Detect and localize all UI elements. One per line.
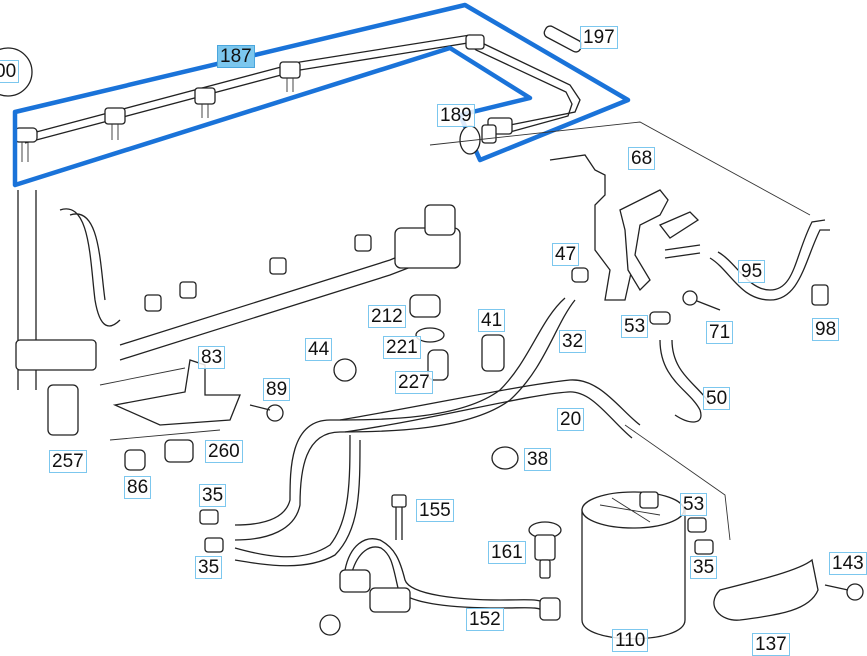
label-35-lower-left[interactable]: 35 [195,556,223,579]
fittings-center [333,294,505,382]
label-83[interactable]: 83 [198,346,226,369]
common-rail-assembly [15,190,461,390]
label-44[interactable]: 44 [305,338,333,361]
bracket-68-assembly [429,121,811,301]
label-20[interactable]: 20 [557,408,585,431]
label-50[interactable]: 50 [703,387,731,410]
clamps-right [687,517,714,555]
bracket-137 [713,558,864,621]
fitting-161 [528,521,562,579]
part-197 [543,25,583,53]
label-53-lower[interactable]: 53 [680,493,708,516]
label-212[interactable]: 212 [368,305,406,328]
label-00[interactable]: 00 [0,60,20,83]
small-parts-upper-right [571,267,829,325]
label-260[interactable]: 260 [205,440,243,463]
bracket-83-clips [47,359,284,471]
label-53-upper[interactable]: 53 [621,315,649,338]
label-86[interactable]: 86 [124,476,152,499]
hose-50 [659,339,702,423]
clamp-38 [491,446,519,470]
fuel-return-line-187 [14,34,581,162]
label-71[interactable]: 71 [706,321,734,344]
fuel-filter-110 [581,491,686,640]
clamps-35-left [199,509,224,553]
label-187[interactable]: 187 [217,45,255,68]
highlight-outline [12,2,631,188]
label-68[interactable]: 68 [628,147,656,170]
hose-95 [709,229,830,301]
label-161[interactable]: 161 [488,541,526,564]
hose-20-32 [234,297,641,567]
label-152[interactable]: 152 [466,608,504,631]
label-35-right[interactable]: 35 [690,556,718,579]
label-221[interactable]: 221 [383,336,421,359]
label-95[interactable]: 95 [738,260,766,283]
label-35-top[interactable]: 35 [199,484,227,507]
label-89[interactable]: 89 [263,378,291,401]
label-32[interactable]: 32 [559,330,587,353]
label-98[interactable]: 98 [812,318,840,341]
label-189[interactable]: 189 [437,104,475,127]
label-143[interactable]: 143 [829,552,867,575]
label-38[interactable]: 38 [524,448,552,471]
label-47[interactable]: 47 [552,243,580,266]
label-41[interactable]: 41 [478,309,506,332]
label-110[interactable]: 110 [612,629,649,652]
line-152 [319,538,561,636]
label-155[interactable]: 155 [416,499,454,522]
bolt-155 [391,494,407,540]
label-257[interactable]: 257 [49,450,87,473]
label-197[interactable]: 197 [580,26,618,49]
label-227[interactable]: 227 [395,371,433,394]
